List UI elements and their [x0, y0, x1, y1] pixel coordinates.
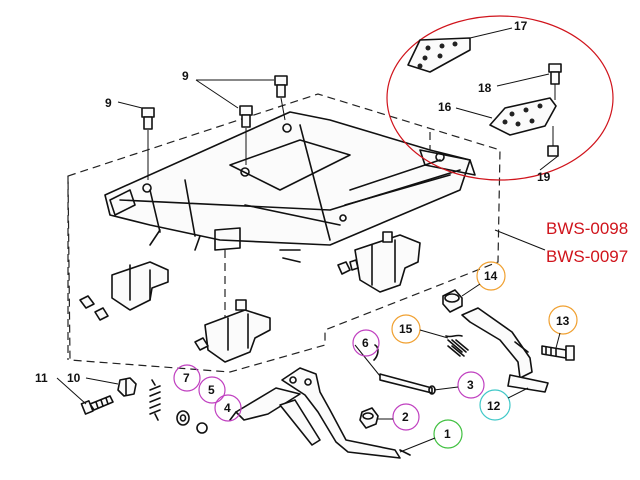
- callout-2: 2: [402, 410, 409, 424]
- callout-circle-14: [476, 261, 506, 291]
- spring-6: [373, 344, 379, 361]
- nut-19: [547, 126, 559, 157]
- washer-5: [176, 410, 190, 426]
- spring-15: [445, 334, 469, 357]
- callout-circle-7: [173, 364, 201, 392]
- bushing-2: [359, 407, 379, 429]
- callout-17: 17: [514, 19, 528, 33]
- leader-10: [85, 377, 119, 385]
- bolt-9-right: [274, 75, 288, 121]
- callout-7: 7: [183, 371, 190, 385]
- callout-18: 18: [478, 81, 492, 95]
- leader-18: [496, 73, 550, 87]
- bolt-9-middle: [239, 105, 253, 165]
- bolt-9-left: [141, 107, 155, 180]
- leader-12: [507, 387, 529, 399]
- callout-circle-6: [352, 329, 380, 357]
- leader-14: [461, 283, 481, 297]
- callout-circle-13: [548, 305, 578, 335]
- nut-10: [117, 377, 137, 397]
- callout-13: 13: [556, 314, 570, 328]
- leader-13: [555, 332, 561, 349]
- leader-16: [455, 107, 493, 119]
- bushing-14: [442, 289, 463, 313]
- leader-3: [433, 386, 459, 391]
- leader-17: [469, 27, 513, 39]
- leader-9a: [117, 101, 143, 109]
- main-frame: [104, 111, 476, 263]
- callout-5: 5: [208, 383, 215, 397]
- left-bracket-lower: [194, 299, 271, 363]
- bolt-13: [541, 345, 575, 361]
- bolt-11: [80, 395, 114, 415]
- callout-circle-1: [433, 419, 463, 449]
- callout-16: 16: [438, 100, 452, 114]
- part-code-2: BWS-0097: [546, 247, 628, 266]
- callout-15: 15: [399, 322, 413, 336]
- callout-circle-12: [479, 389, 511, 421]
- callout-9b: 9: [182, 69, 189, 83]
- callout-10: 10: [67, 371, 81, 385]
- footrest-plate-16: [489, 97, 557, 136]
- right-bracket: [337, 231, 421, 293]
- callout-circle-15: [391, 314, 421, 344]
- callout-12: 12: [487, 399, 501, 413]
- callout-14: 14: [484, 269, 498, 283]
- callout-6: 6: [362, 336, 369, 350]
- callout-4: 4: [224, 401, 231, 415]
- clip-4: [196, 422, 208, 434]
- assembly-outline: [67, 93, 501, 373]
- leader-9b: [195, 79, 274, 109]
- leader-11: [56, 377, 87, 405]
- callout-circle-3: [457, 371, 485, 399]
- code-leader-line: [494, 229, 546, 251]
- callout-circle-5: [198, 376, 226, 404]
- leader-15: [419, 329, 449, 339]
- bolt-18: [548, 63, 562, 100]
- callout-circle-2: [392, 403, 420, 431]
- pin-3: [354, 344, 436, 395]
- leader-19: [539, 155, 559, 171]
- callout-circle-4: [214, 394, 242, 422]
- side-stand: [461, 307, 549, 393]
- callout-9a: 9: [105, 96, 112, 110]
- callout-19: 19: [537, 170, 551, 184]
- callout-3: 3: [467, 378, 474, 392]
- leader-1: [399, 437, 436, 453]
- callout-1: 1: [444, 427, 451, 441]
- spring-7: [149, 379, 161, 421]
- left-bracket-upper: [79, 261, 169, 321]
- callout-11: 11: [35, 371, 48, 385]
- part-code-1: BWS-0098: [546, 219, 628, 238]
- highlight-ellipse: [386, 15, 614, 181]
- footrest-plate-17: [407, 37, 471, 73]
